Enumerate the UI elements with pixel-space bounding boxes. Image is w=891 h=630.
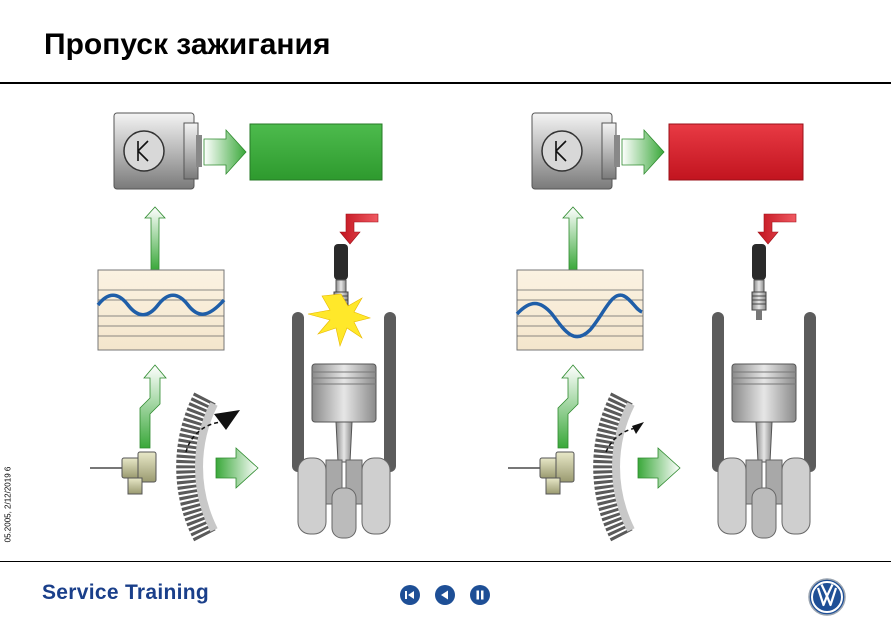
spark-plug <box>751 243 767 321</box>
signal-chart <box>97 269 225 351</box>
pause-icon <box>476 590 484 600</box>
engine-cylinder <box>291 311 397 539</box>
status-box-ok <box>249 123 383 181</box>
engine-control-unit <box>113 112 203 190</box>
misfire-diagram <box>89 112 817 542</box>
panel-misfire <box>507 112 817 542</box>
pause-button[interactable] <box>470 585 490 605</box>
trigger-wheel <box>593 392 635 542</box>
footer-brand: Service Training <box>42 581 210 604</box>
crankshaft-sensor <box>89 451 157 495</box>
vw-logo-icon <box>808 578 846 616</box>
previous-slide-button[interactable] <box>435 585 455 605</box>
footer-rule <box>0 561 891 562</box>
crankshaft-sensor <box>507 451 575 495</box>
spark-flash <box>307 293 372 348</box>
engine-control-unit <box>531 112 621 190</box>
signal-wave-irregular <box>515 293 643 339</box>
status-box-fault <box>668 123 804 181</box>
first-slide-button[interactable] <box>400 585 420 605</box>
title-rule <box>0 82 891 84</box>
panel-normal <box>89 112 397 542</box>
skip-to-start-icon <box>405 591 414 599</box>
back-icon <box>441 590 448 600</box>
engine-cylinder <box>711 311 817 539</box>
trigger-wheel <box>176 392 218 542</box>
signal-wave <box>96 293 226 317</box>
slide-title: Пропуск зажигания <box>44 28 331 61</box>
